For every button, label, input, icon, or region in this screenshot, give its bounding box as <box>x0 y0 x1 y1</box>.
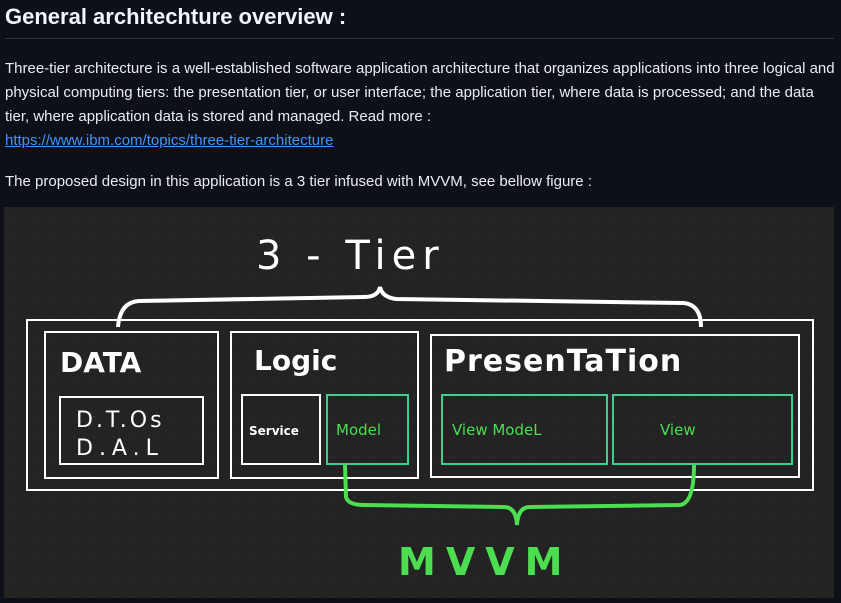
data-label: DATA <box>60 346 142 379</box>
architecture-figure: 3 - Tier DATA D.T.Os D.A.L Logic Service… <box>4 207 834 598</box>
presentation-label: PresenTaTion <box>444 344 682 379</box>
model-label: Model <box>336 421 381 439</box>
tier-brace <box>116 286 703 328</box>
dto-dal-box <box>59 396 204 465</box>
service-label: Service <box>249 424 299 438</box>
logic-label: Logic <box>254 344 337 377</box>
intro-text: Three-tier architecture is a well-establ… <box>5 60 835 125</box>
data-box <box>44 331 219 479</box>
dal-label: D.A.L <box>76 436 164 461</box>
logic-box <box>230 331 419 479</box>
view-label: View <box>660 421 696 439</box>
design-paragraph: The proposed design in this application … <box>5 173 592 190</box>
model-box <box>326 394 409 465</box>
presentation-box <box>430 334 800 478</box>
service-box <box>241 394 321 465</box>
outer-box <box>26 319 814 491</box>
mvvm-brace <box>343 464 696 526</box>
viewmodel-label: View ModeL <box>452 421 542 439</box>
view-box <box>612 394 793 465</box>
mvvm-label: MVVM <box>398 540 572 584</box>
viewmodel-box <box>441 394 608 465</box>
intro-paragraph: Three-tier architecture is a well-establ… <box>5 57 835 153</box>
page-title: General architechture overview : <box>5 4 347 29</box>
dto-label: D.T.Os <box>76 408 165 433</box>
tier-title: 3 - Tier <box>256 233 445 279</box>
divider <box>5 38 834 39</box>
ibm-link[interactable]: https://www.ibm.com/topics/three-tier-ar… <box>5 132 334 149</box>
